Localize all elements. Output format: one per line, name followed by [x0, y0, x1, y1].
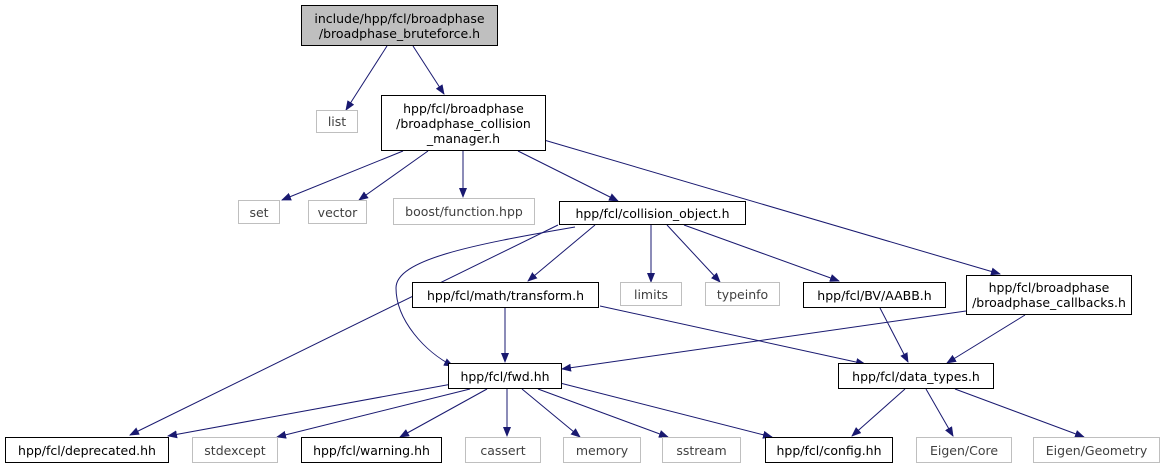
edge-fwd-config: [559, 382, 773, 439]
edge-manager-callbacks: [543, 139, 1001, 276]
edge-aabb-data-types: [879, 307, 909, 363]
node-label-line: hpp/fcl/broadphase: [403, 100, 524, 116]
edge-callbacks-fwd: [561, 310, 967, 372]
node-label-line: set: [249, 204, 269, 220]
node-config[interactable]: hpp/fcl/config.hh: [765, 437, 893, 463]
node-label-line: hpp/fcl/deprecated.hh: [18, 442, 156, 458]
node-label-line: _manager.h: [426, 130, 501, 146]
edge-cobj-deprecated: [129, 224, 559, 436]
node-label-line: limits: [633, 286, 668, 302]
node-list: list: [316, 110, 358, 133]
node-label-line: hpp/fcl/config.hh: [776, 442, 882, 458]
node-eigen-geometry: Eigen/Geometry: [1033, 437, 1160, 463]
node-typeinfo: typeinfo: [705, 282, 780, 306]
node-label-line: hpp/fcl/broadphase: [988, 280, 1110, 295]
edge-transform-data-types: [599, 305, 866, 366]
edge-datatypes-eigen-core: [925, 388, 954, 437]
node-stdexcept: stdexcept: [192, 437, 278, 463]
node-label-line: hpp/fcl/fwd.hh: [460, 368, 550, 384]
node-vector: vector: [308, 200, 367, 224]
node-label-line: hpp/fcl/warning.hh: [313, 442, 430, 458]
edge-datatypes-eigen-geometry: [954, 388, 1085, 438]
edge-callbacks-data-types: [946, 314, 1026, 364]
edge-manager-vector: [358, 150, 429, 201]
node-boost-function: boost/function.hpp: [393, 198, 535, 225]
edge-fwd-sstream: [537, 388, 669, 438]
edge-cobj-aabb: [683, 224, 840, 282]
edge-datatypes-config: [851, 388, 906, 437]
node-eigen-core: Eigen/Core: [916, 437, 1012, 463]
node-label-line: hpp/fcl/data_types.h: [852, 368, 980, 384]
node-label-line: Eigen/Geometry: [1045, 442, 1148, 458]
node-label-line: hpp/fcl/BV/AABB.h: [817, 287, 932, 303]
node-label-line: list: [327, 114, 347, 129]
edge-fwd-warning: [399, 388, 488, 438]
node-collision-object[interactable]: hpp/fcl/collision_object.h: [559, 201, 746, 225]
node-label-line: Eigen/Core: [929, 442, 999, 458]
node-math-transform[interactable]: hpp/fcl/math/transform.h: [412, 282, 599, 308]
node-label-line: /broadphase_bruteforce.h: [318, 25, 481, 41]
node-label-line: vector: [317, 204, 358, 220]
edge-cobj-fwd: [395, 226, 576, 367]
node-limits: limits: [620, 282, 682, 306]
node-cassert: cassert: [465, 437, 541, 463]
edge-manager-collision-object: [517, 150, 619, 202]
node-bv-aabb[interactable]: hpp/fcl/BV/AABB.h: [803, 282, 946, 308]
node-label-line: memory: [575, 442, 629, 458]
edge-root-collision-manager: [412, 45, 445, 95]
node-label-line: cassert: [480, 442, 526, 458]
edge-fwd-stdexcept: [276, 388, 471, 439]
node-broadphase-collision-manager[interactable]: hpp/fcl/broadphase /broadphase_collision…: [381, 95, 546, 151]
node-label-line: hpp/fcl/collision_object.h: [575, 205, 730, 221]
edge-cobj-typeinfo: [666, 224, 721, 283]
node-label-line: include/hpp/fcl/broadphase: [314, 10, 485, 26]
edge-fwd-deprecated: [167, 383, 453, 439]
node-warning[interactable]: hpp/fcl/warning.hh: [301, 437, 442, 463]
node-deprecated[interactable]: hpp/fcl/deprecated.hh: [5, 437, 169, 463]
edge-root-list: [345, 45, 388, 111]
edge-cobj-transform: [527, 224, 596, 282]
edge-manager-set: [281, 150, 404, 201]
node-label-line: hpp/fcl/math/transform.h: [426, 287, 584, 303]
node-label-line: boost/function.hpp: [405, 204, 523, 219]
node-set: set: [238, 200, 280, 224]
node-data-types[interactable]: hpp/fcl/data_types.h: [838, 363, 994, 389]
edge-fwd-memory: [521, 388, 581, 438]
node-label-line: /broadphase_callbacks.h: [972, 295, 1126, 310]
node-memory: memory: [563, 437, 641, 463]
node-sstream: sstream: [662, 437, 741, 463]
node-broadphase-callbacks[interactable]: hpp/fcl/broadphase /broadphase_callbacks…: [966, 275, 1132, 315]
node-label-line: stdexcept: [204, 442, 266, 458]
node-label-line: typeinfo: [716, 286, 769, 302]
node-label-line: sstream: [676, 442, 727, 458]
node-label-line: /broadphase_collision: [396, 115, 531, 131]
node-broadphase-bruteforce-root[interactable]: include/hpp/fcl/broadphase /broadphase_b…: [301, 5, 498, 46]
node-fwd[interactable]: hpp/fcl/fwd.hh: [448, 363, 562, 389]
